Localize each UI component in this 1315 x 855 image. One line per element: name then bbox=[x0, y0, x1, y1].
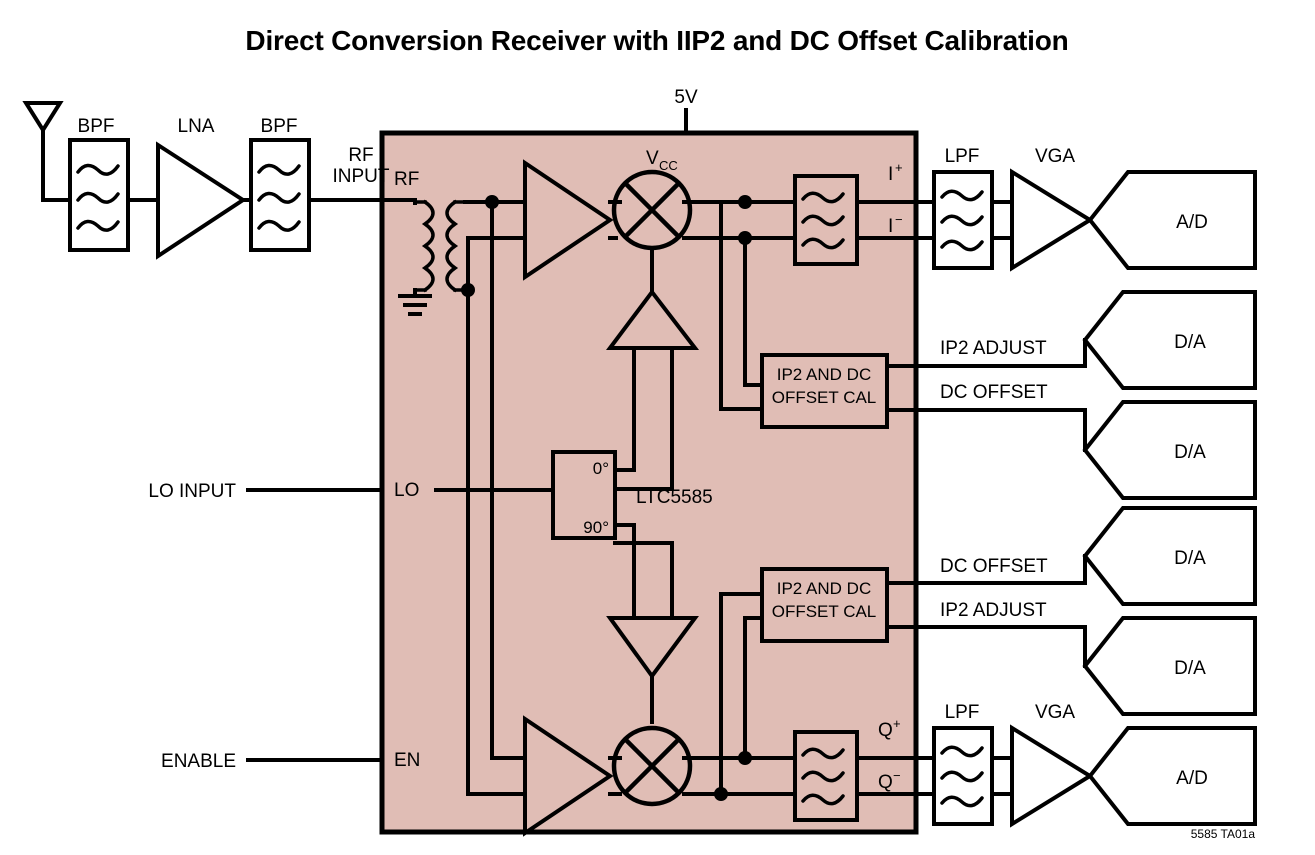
dac-0-label: D/A bbox=[1174, 332, 1206, 353]
bpf2-box bbox=[249, 138, 311, 252]
cal-block-q bbox=[760, 567, 889, 643]
cal-signal-0-label: IP2 ADJUST bbox=[940, 338, 1047, 359]
wire-splitter-q-a bbox=[613, 523, 636, 620]
rf-pin-label: RF bbox=[394, 169, 419, 190]
mixer-q bbox=[611, 725, 693, 807]
i-plus-pin-sup: + bbox=[895, 160, 903, 175]
dac-2-label: D/A bbox=[1174, 548, 1206, 569]
lo-buffer-i bbox=[606, 288, 700, 350]
q-plus-pin-label: Q bbox=[878, 720, 893, 741]
lo-input-label: LO INPUT bbox=[148, 481, 236, 502]
lo-buffer-q bbox=[606, 616, 699, 680]
rf-balun-transformer bbox=[398, 198, 467, 316]
chip-part-number: LTC5585 bbox=[636, 487, 713, 508]
i-vga-label: VGA bbox=[1035, 146, 1075, 167]
rf-amp-i bbox=[523, 159, 614, 281]
bpf1-filter-icon bbox=[76, 163, 120, 232]
rf-amp-q bbox=[523, 715, 614, 837]
q-minus-pin-label: Q bbox=[878, 772, 893, 793]
i-plus-pin-label: I bbox=[888, 164, 893, 185]
i-adc-block bbox=[1087, 170, 1257, 270]
q-lpf-filter-icon bbox=[940, 745, 984, 808]
supply-label: 5V bbox=[674, 87, 698, 108]
cal-block-q-line2: OFFSET CAL bbox=[772, 602, 877, 621]
cal-signal-1-label: DC OFFSET bbox=[940, 382, 1048, 403]
dac-1-block bbox=[1082, 400, 1257, 500]
vcc-pin-label: V bbox=[646, 148, 659, 169]
phase-splitter-90deg: 90° bbox=[583, 518, 609, 537]
dac-2-block bbox=[1082, 506, 1257, 606]
page-title: Direct Conversion Receiver with IIP2 and… bbox=[245, 25, 1068, 56]
lna-label: LNA bbox=[178, 116, 215, 137]
phase-splitter-0deg: 0° bbox=[593, 459, 609, 478]
onchip-filter-q bbox=[793, 730, 859, 822]
q-vga-amplifier bbox=[1010, 724, 1094, 828]
wire-i-tap-a bbox=[743, 236, 765, 387]
q-adc-block bbox=[1087, 726, 1257, 826]
cal-signal-3-label: IP2 ADJUST bbox=[940, 600, 1047, 621]
wire-cal-signal-0 bbox=[885, 338, 1087, 368]
bpf2-filter-icon bbox=[257, 163, 301, 232]
dac-3-label: D/A bbox=[1174, 658, 1206, 679]
i-minus-pin-sup: − bbox=[895, 212, 903, 227]
cal-block-i-line1: IP2 AND DC bbox=[777, 365, 871, 384]
q-lpf-label: LPF bbox=[945, 702, 980, 723]
cal-block-q-line1: IP2 AND DC bbox=[777, 579, 871, 598]
vcc-pin-subscript: CC bbox=[659, 158, 678, 173]
dac-3-block bbox=[1082, 616, 1257, 716]
q-vga-label: VGA bbox=[1035, 702, 1075, 723]
q-plus-pin-sup: + bbox=[893, 716, 901, 731]
rf-input-label-line1: RF bbox=[348, 145, 373, 166]
q-lpf-box bbox=[932, 726, 994, 826]
i-lpf-label: LPF bbox=[945, 146, 980, 167]
onchip-filter-q-icon bbox=[801, 747, 845, 806]
cal-block-i-line2: OFFSET CAL bbox=[772, 388, 877, 407]
wire-cal-signal-2 bbox=[885, 554, 1087, 585]
antenna-icon bbox=[22, 101, 74, 202]
wire-i-tap-b bbox=[719, 200, 765, 411]
bpf1-label: BPF bbox=[78, 116, 115, 137]
en-pin-label: EN bbox=[394, 750, 420, 771]
wire-cal-signal-1 bbox=[885, 408, 1087, 452]
wire-q-tap-b bbox=[719, 592, 765, 796]
i-adc-label: A/D bbox=[1176, 212, 1208, 233]
rf-input-label-line2: INPUT bbox=[333, 166, 390, 187]
wire-lobuf-i-in-b bbox=[610, 346, 674, 491]
footer-ref: 5585 TA01a bbox=[1191, 827, 1256, 841]
lo-pin-label: LO bbox=[394, 480, 419, 501]
bpf2-label: BPF bbox=[261, 116, 298, 137]
cal-signal-2-label: DC OFFSET bbox=[940, 556, 1048, 577]
phase-splitter-block bbox=[551, 450, 617, 540]
onchip-filter-i-icon bbox=[801, 191, 845, 250]
cal-block-i bbox=[760, 353, 889, 429]
i-minus-pin-label: I bbox=[888, 216, 893, 237]
q-adc-label: A/D bbox=[1176, 768, 1208, 789]
i-lpf-filter-icon bbox=[940, 189, 984, 252]
wire-cal-signal-3 bbox=[885, 625, 1087, 668]
enable-input-label: ENABLE bbox=[161, 751, 236, 772]
wire-rf-to-q-bottom bbox=[466, 288, 527, 796]
q-minus-pin-sup: − bbox=[893, 768, 901, 783]
dac-0-block bbox=[1082, 290, 1257, 390]
wire-splitter-q-b bbox=[613, 541, 674, 620]
lna-amplifier bbox=[156, 141, 247, 260]
i-vga-amplifier bbox=[1010, 168, 1094, 272]
dac-1-label: D/A bbox=[1174, 442, 1206, 463]
wire-q-tap-a bbox=[743, 616, 765, 760]
